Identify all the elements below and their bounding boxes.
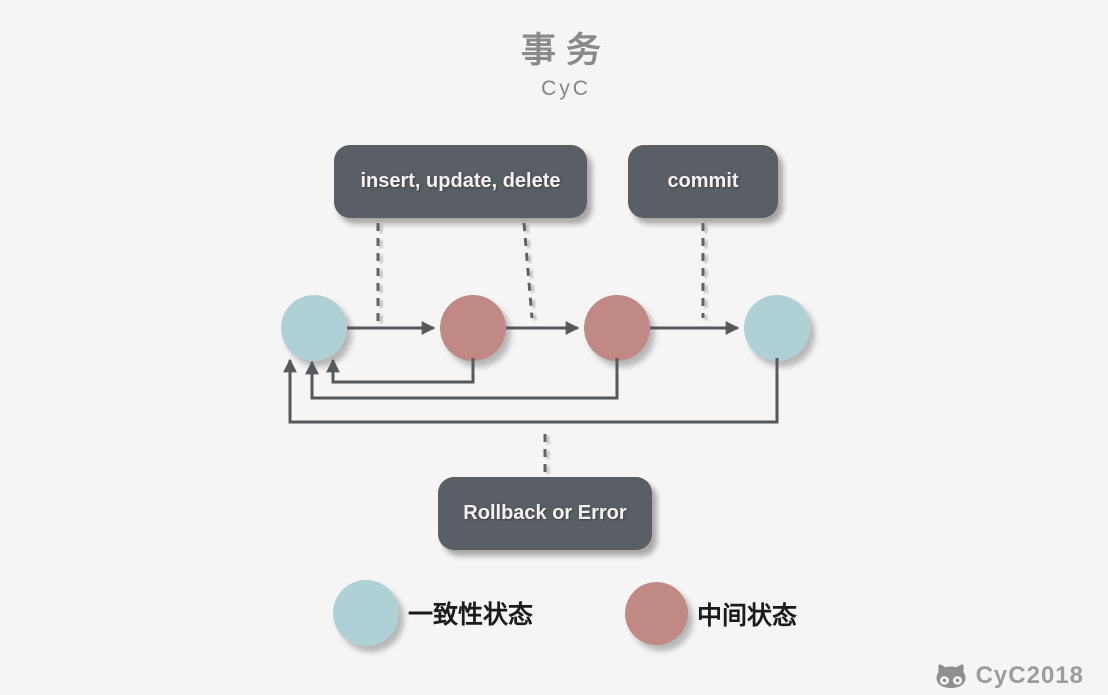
legend-label: 一致性状态 [408,601,534,629]
legend-swatch-intermediate-state [625,582,688,645]
state-circle-start-consistent [281,295,347,361]
state-circles [281,295,810,361]
action-box-label: insert, update, delete [360,170,561,192]
rollback-arrow-intermediate2-to-start [305,358,619,400]
rollback-arrow-end-to-start [283,358,779,424]
page-subtitle: CyC [541,77,591,100]
watermark-text: CyC2018 [975,662,1084,689]
state-circle-intermediate-2 [584,295,650,361]
dashed-connector-iud-right [522,222,534,319]
cat-logo-icon [936,664,966,688]
watermark: CyC2018 [933,661,1084,691]
action-box-label: commit [667,170,739,192]
legend-item-intermediate: 中间状态 [625,582,797,645]
state-circle-end-consistent [744,295,810,361]
action-box-label: Rollback or Error [463,502,627,524]
state-circle-intermediate-1 [440,295,506,361]
action-box-insert-update-delete: insert, update, delete [334,145,587,218]
legend-item-consistent: 一致性状态 [333,580,533,646]
page-title: 事务 [520,31,611,70]
action-box-rollback: Rollback or Error [438,477,652,550]
action-box-commit: commit [628,145,778,218]
dashed-connectors [376,222,705,475]
legend-label: 中间状态 [697,601,798,630]
rollback-arrow-intermediate1-to-start [326,358,475,384]
flow-arrows [283,321,779,424]
legend-swatch-consistent-state [333,580,399,646]
